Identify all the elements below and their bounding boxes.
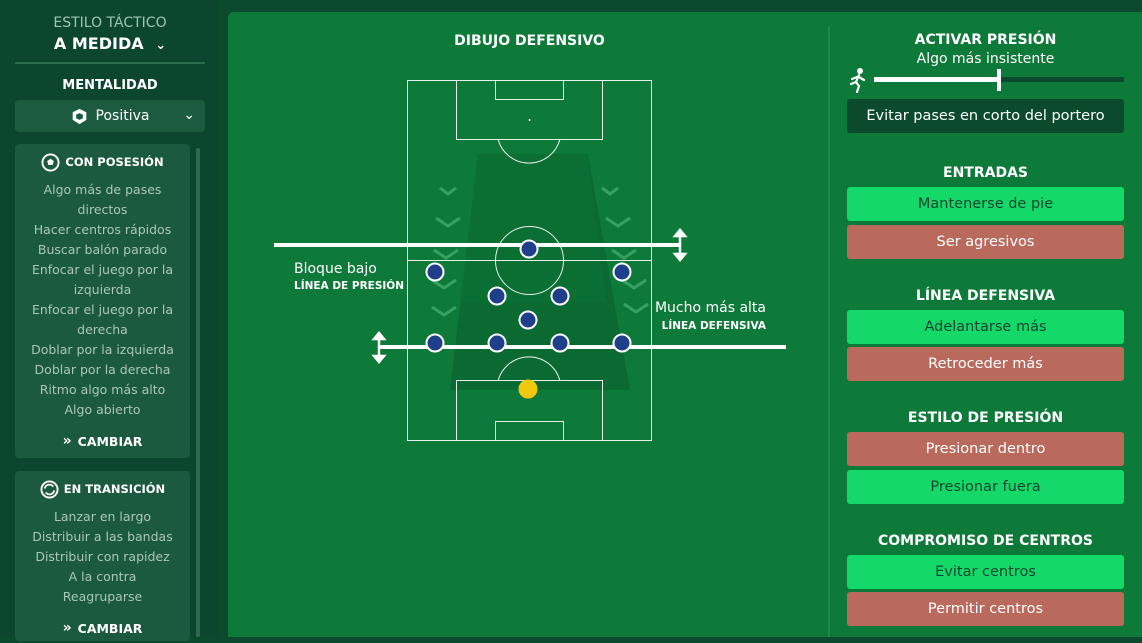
- force-outside-button[interactable]: Presionar fuera: [847, 470, 1124, 504]
- in-possession-title: CON POSESIÓN: [65, 155, 164, 169]
- player-marker[interactable]: [487, 286, 507, 306]
- main-panel: DIBUJO DEFENSIVO: [228, 12, 1142, 637]
- mentality-icon: [72, 108, 86, 124]
- player-marker[interactable]: [519, 239, 539, 259]
- mentality-title: MENTALIDAD: [62, 78, 158, 93]
- pressing-line-label: LÍNEA DE PRESIÓN: [294, 280, 405, 292]
- instruction-item: A la contra: [68, 569, 137, 584]
- instruction-item: Algo más de pases: [43, 182, 162, 197]
- ball-icon: [41, 152, 60, 172]
- pressing-line-value: Bloque bajo: [294, 261, 377, 277]
- pressing-value: Algo más insistente: [916, 51, 1055, 67]
- pressing-slider[interactable]: [847, 68, 1124, 93]
- divider: [15, 62, 205, 64]
- instruction-item: Lanzar en largo: [53, 509, 152, 524]
- pitch-diagram: [274, 80, 786, 441]
- in-transition-title: EN TRANSICIÓN: [63, 482, 166, 496]
- goalkeeper-marker[interactable]: [518, 379, 538, 399]
- instruction-item: derecha: [77, 322, 128, 337]
- allow-crosses-button[interactable]: Permitir centros: [847, 592, 1124, 626]
- chevron-down-icon: ⌄: [155, 38, 167, 53]
- pressing-section: ACTIVAR PRESIÓN Algo más insistente Evit…: [847, 32, 1124, 133]
- double-chevron-right-icon: »: [62, 620, 72, 636]
- defensive-line-value: Mucho más alta: [654, 300, 766, 316]
- change-possession-button[interactable]: » CAMBIAR: [15, 426, 190, 456]
- defensive-shape-title: DIBUJO DEFENSIVO: [454, 33, 605, 49]
- tackling-section: ENTRADAS Mantenerse de pie Ser agresivos: [847, 165, 1124, 259]
- tactical-style-dropdown[interactable]: A MEDIDA ⌄: [15, 34, 205, 53]
- change-transition-button[interactable]: » CAMBIAR: [15, 613, 190, 643]
- step-up-more-button[interactable]: Adelantarse más: [847, 310, 1124, 344]
- slider-fill: [874, 77, 999, 82]
- player-marker[interactable]: [612, 262, 632, 282]
- chevron-down-icon: ⌄: [183, 107, 195, 123]
- stay-on-feet-button[interactable]: Mantenerse de pie: [847, 187, 1124, 221]
- instruction-item: directos: [77, 202, 128, 217]
- instruction-item: Algo abierto: [64, 402, 141, 417]
- player-marker[interactable]: [612, 333, 632, 353]
- defensive-line-section: LÍNEA DEFENSIVA Adelantarse más Retroced…: [847, 288, 1124, 381]
- tactical-style-value: A MEDIDA: [53, 34, 144, 53]
- pressing-line-handle[interactable]: [672, 228, 688, 262]
- player-marker[interactable]: [425, 262, 445, 282]
- pressing-line-caption: Bloque bajo LÍNEA DE PRESIÓN: [294, 261, 404, 292]
- defensive-line-caption: Mucho más alta LÍNEA DEFENSIVA: [650, 300, 766, 332]
- column-divider: [828, 27, 830, 637]
- change-label: CAMBIAR: [77, 433, 143, 449]
- press-style-title: ESTILO DE PRESIÓN: [907, 410, 1064, 426]
- tactical-style-title: ESTILO TÁCTICO: [53, 15, 167, 31]
- instruction-item: Doblar por la derecha: [34, 362, 171, 377]
- tackling-title: ENTRADAS: [943, 165, 1028, 181]
- player-marker[interactable]: [550, 286, 570, 306]
- players: [425, 239, 632, 353]
- mentality-value: Positiva: [95, 108, 150, 124]
- defensive-line-handle[interactable]: [371, 331, 387, 364]
- change-label: CAMBIAR: [77, 620, 143, 636]
- force-inside-button[interactable]: Presionar dentro: [847, 432, 1124, 466]
- transition-icon: [40, 479, 59, 499]
- crossing-section: COMPROMISO DE CENTROS Evitar centros Per…: [847, 533, 1124, 626]
- instruction-item: izquierda: [73, 282, 132, 297]
- running-player-icon: [849, 68, 866, 93]
- player-marker[interactable]: [425, 333, 445, 353]
- instruction-item: Buscar balón parado: [37, 242, 168, 257]
- instruction-item: Enfocar el juego por la: [31, 262, 174, 277]
- player-marker[interactable]: [550, 333, 570, 353]
- avoid-crosses-button[interactable]: Evitar centros: [847, 555, 1124, 589]
- slider-thumb[interactable]: [997, 69, 1001, 91]
- player-marker[interactable]: [518, 310, 538, 330]
- instruction-item: Hacer centros rápidos: [33, 222, 172, 237]
- sidebar-scrollbar[interactable]: [196, 148, 200, 637]
- press-style-section: ESTILO DE PRESIÓN Presionar dentro Presi…: [847, 410, 1124, 504]
- get-stuck-in-button[interactable]: Ser agresivos: [847, 225, 1124, 259]
- instruction-item: Reagruparse: [62, 589, 143, 604]
- crossing-title: COMPROMISO DE CENTROS: [878, 533, 1093, 549]
- player-marker[interactable]: [487, 333, 507, 353]
- instruction-item: Ritmo algo más alto: [39, 382, 166, 397]
- instruction-item: Distribuir con rapidez: [35, 549, 170, 564]
- instruction-item: Distribuir a las bandas: [32, 529, 173, 544]
- tactics-sidebar: ESTILO TÁCTICO A MEDIDA ⌄ MENTALIDAD Pos…: [0, 0, 218, 641]
- mentality-select[interactable]: Positiva ⌄: [15, 100, 205, 132]
- defensive-line-label: LÍNEA DEFENSIVA: [661, 320, 766, 332]
- instruction-item: Enfocar el juego por la: [31, 302, 174, 317]
- pressing-title: ACTIVAR PRESIÓN: [914, 32, 1057, 48]
- avoid-gk-short-passes-button[interactable]: Evitar pases en corto del portero: [847, 99, 1124, 133]
- drop-off-more-button[interactable]: Retroceder más: [847, 347, 1124, 381]
- pitch-lines: [407, 80, 652, 441]
- double-chevron-right-icon: »: [62, 433, 72, 449]
- movement-chevrons: [431, 186, 649, 317]
- defensive-line-title: LÍNEA DEFENSIVA: [915, 288, 1056, 304]
- instruction-item: Doblar por la izquierda: [31, 342, 174, 357]
